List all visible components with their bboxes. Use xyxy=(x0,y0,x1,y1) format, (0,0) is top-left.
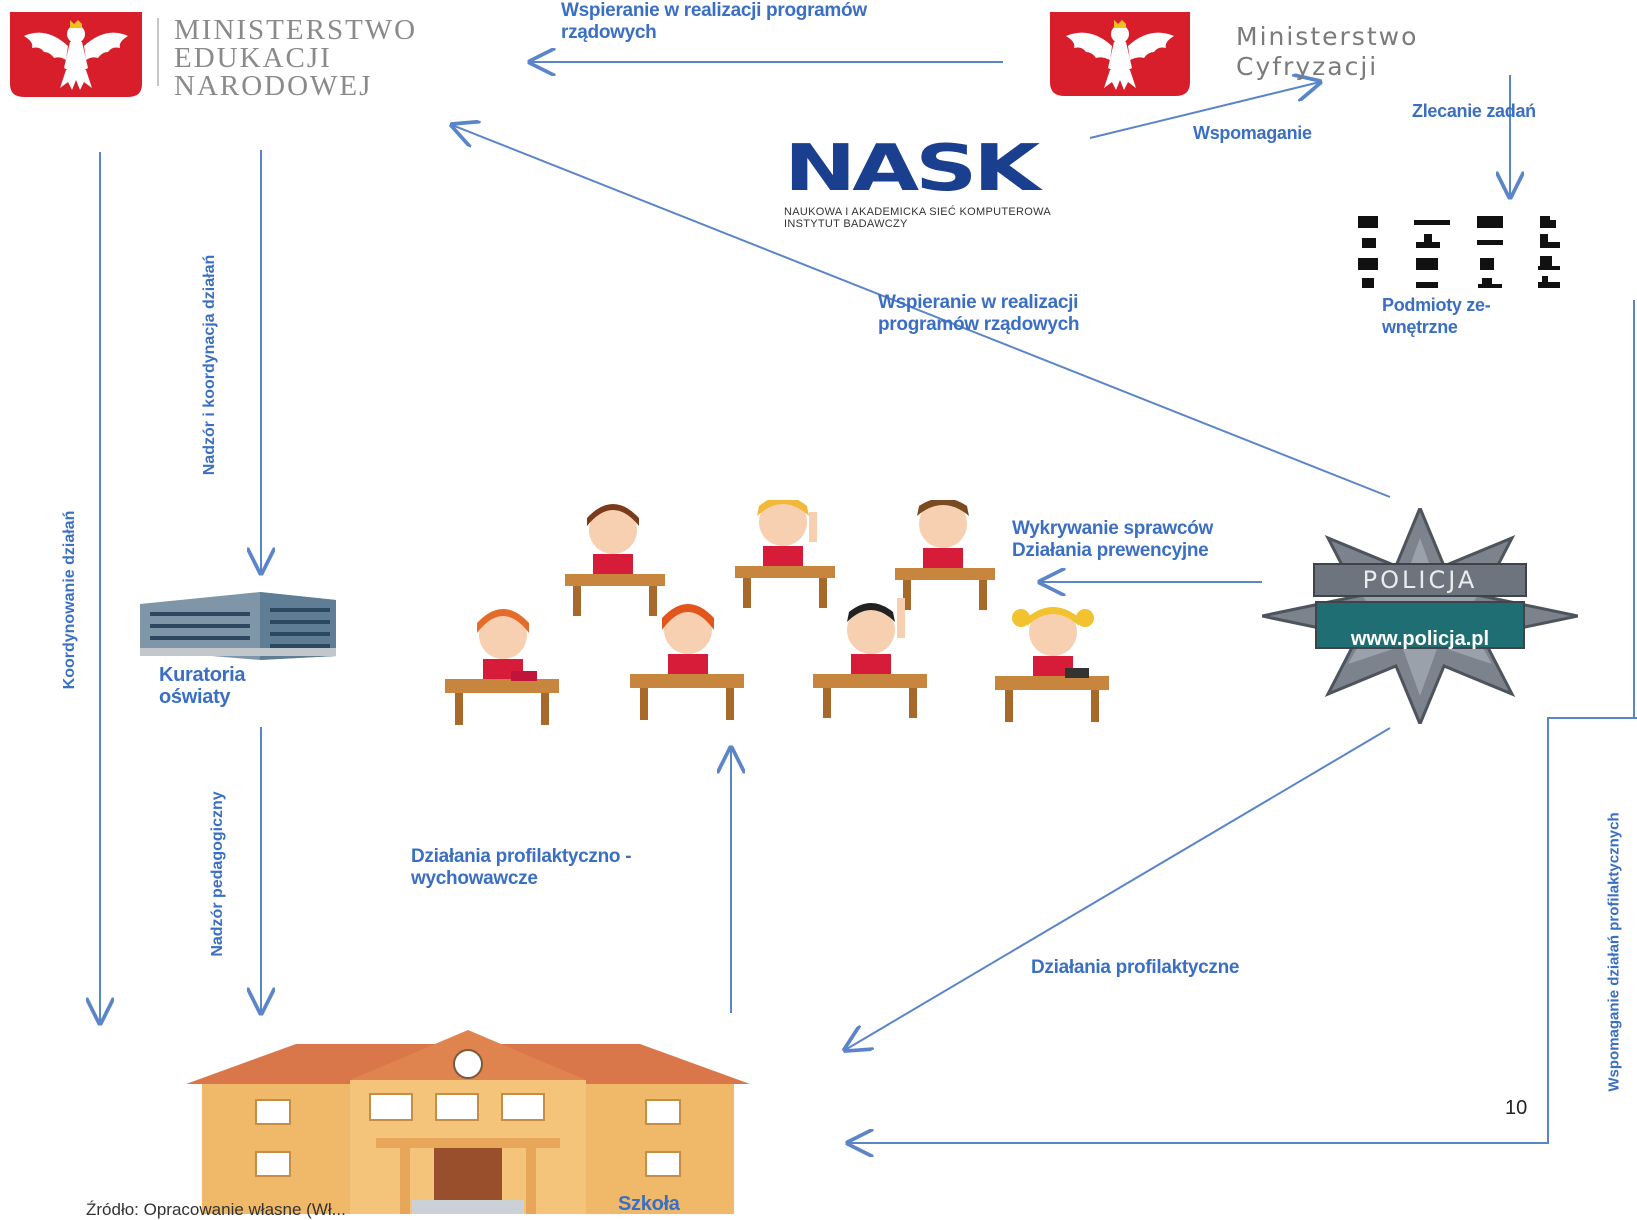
label-kuratoria: Kuratoria oświaty xyxy=(159,664,246,708)
label-support-prevention: Wspomaganie działań profilaktycznych xyxy=(1605,812,1623,1092)
police-url: www.policja.pl xyxy=(1350,628,1490,650)
police-badge-text: POLICJA xyxy=(1362,566,1478,594)
eagle-emblem-icon xyxy=(10,12,142,97)
men-emblem xyxy=(10,12,142,97)
arrow-police-to-men xyxy=(452,125,1391,498)
label-police-to-students: Wykrywanie sprawców Działania prewencyjn… xyxy=(1012,518,1213,562)
label-men-supervision: Nadzór i koordynacja działań xyxy=(201,254,218,476)
label-kuratoria-line1: Kuratoria xyxy=(159,664,246,686)
arrow-police-to-school xyxy=(845,727,1391,1050)
label-external-line1: Podmioty ze- xyxy=(1382,295,1491,315)
label-police-to-students-line2: Działania prewencyjne xyxy=(1012,540,1209,561)
mc-emblem xyxy=(1050,12,1190,96)
men-divider xyxy=(157,18,159,86)
nask-subtitle-1: NAUKOWA I AKADEMICKA SIEĆ KOMPUTEROWA xyxy=(784,206,1051,218)
nask-subtitle-2: INSTYTUT BADAWCZY xyxy=(784,218,908,230)
label-mc-to-men-line1: Wspieranie w realizacji programów xyxy=(561,0,867,21)
label-mc-to-men: Wspieranie w realizacji programów rządow… xyxy=(561,0,867,44)
label-mc-to-men-line2: rządowych xyxy=(561,22,657,43)
men-name-line2: EDUKACJI xyxy=(174,42,332,74)
page-number: 10 xyxy=(1505,1097,1528,1119)
label-school-to-students-line2: wychowawcze xyxy=(411,868,538,889)
label-police-to-students-line1: Wykrywanie sprawców xyxy=(1012,518,1213,539)
arrow-nask-to-mc xyxy=(1089,82,1320,139)
label-police-to-school: Działania profilaktyczne xyxy=(1031,957,1240,978)
label-police-to-men-line2: programów rządowych xyxy=(878,314,1080,335)
source-note: Źródło: Opracowanie własne (Wł... xyxy=(86,1200,346,1219)
label-pedagogical: Nadzór pedagogiczny xyxy=(209,791,226,957)
building-icon xyxy=(140,592,336,660)
students-illustration xyxy=(445,500,1109,725)
mc-name-line1: Ministerstwo xyxy=(1236,22,1419,51)
police-star-icon xyxy=(1262,508,1578,724)
external-entities-icons xyxy=(1358,216,1560,288)
school-icon xyxy=(186,1030,750,1214)
label-nask-to-mc: Wspomaganie xyxy=(1193,123,1312,143)
arrow-support-prevention xyxy=(848,717,1637,1143)
men-name-line3: NARODOWEJ xyxy=(174,70,373,102)
label-external-line2: wnętrzne xyxy=(1382,317,1458,337)
nask-logo: NASK NAUKOWA I AKADEMICKA SIEĆ KOMPUTERO… xyxy=(784,137,1051,230)
label-kuratoria-line2: oświaty xyxy=(159,686,231,708)
label-school: Szkoła xyxy=(618,1193,680,1215)
men-name: MINISTERSTWO EDUKACJI NARODOWEJ xyxy=(174,14,418,102)
label-school-to-students: Działania profilaktyczno - wychowawcze xyxy=(411,846,632,890)
mc-name-line2: Cyfryzacji xyxy=(1236,52,1379,81)
nask-wordmark: NASK xyxy=(784,132,1040,206)
label-men-coordination: Koordynowanie działań xyxy=(61,510,78,690)
label-school-to-students-line1: Działania profilaktyczno - xyxy=(411,846,632,867)
label-police-to-men: Wspieranie w realizacji programów rządow… xyxy=(878,292,1080,336)
label-police-to-men-line1: Wspieranie w realizacji xyxy=(878,292,1079,313)
eagle-emblem-icon xyxy=(1050,12,1190,96)
label-mc-to-external: Zlecanie zadań xyxy=(1412,101,1536,121)
mc-name: Ministerstwo Cyfryzacji xyxy=(1236,22,1418,82)
label-external-entities: Podmioty ze- wnętrzne xyxy=(1382,294,1491,338)
men-name-line1: MINISTERSTWO xyxy=(174,14,418,46)
